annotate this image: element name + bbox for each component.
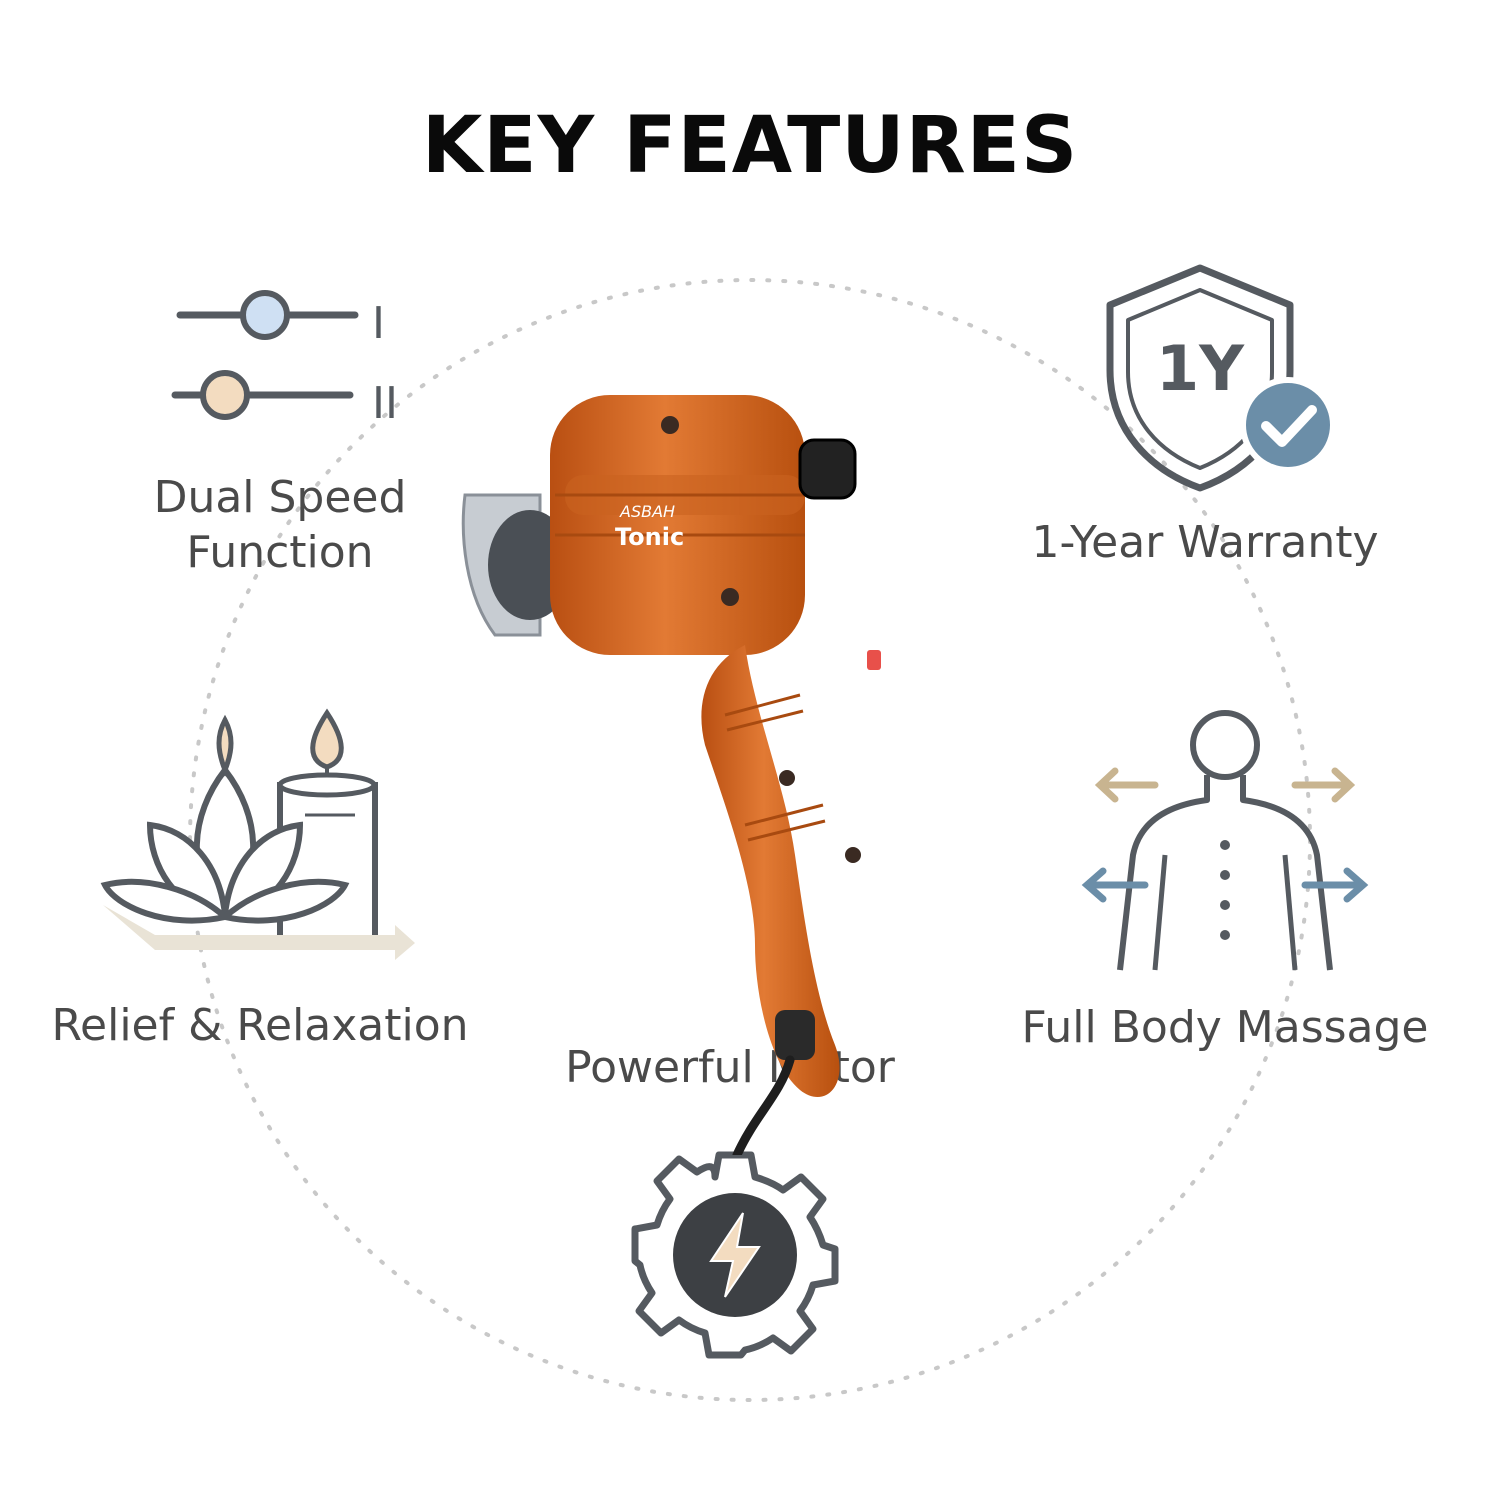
product-brand-text: ASBAH	[619, 502, 675, 521]
relief-label: Relief & Relaxation	[51, 1000, 469, 1051]
speed-mark-1: I	[372, 298, 385, 349]
full-body-icon	[1081, 710, 1369, 971]
lotus-candle-icon	[100, 708, 415, 960]
motor-label: Powerful Motor	[565, 1042, 895, 1093]
warranty-shield-icon: 1Y	[1106, 264, 1336, 492]
product-model-text: Tonic	[615, 523, 684, 551]
dual-speed-slider-icon: I II	[171, 290, 398, 429]
check-badge-icon	[1240, 377, 1336, 473]
lightning-bolt-icon	[709, 1212, 761, 1298]
motor-gear-icon	[631, 1151, 839, 1359]
speed-mark-2: II	[372, 378, 398, 429]
massager-product-image: ASBAH Tonic	[461, 395, 881, 1155]
page-title: KEY FEATURES	[421, 101, 1079, 191]
warranty-badge-text: 1Y	[1156, 332, 1245, 405]
full-body-label: Full Body Massage	[1021, 1002, 1429, 1053]
warranty-label: 1-Year Warranty	[1031, 517, 1379, 568]
dual-speed-label: Dual Speed Function	[153, 472, 407, 578]
